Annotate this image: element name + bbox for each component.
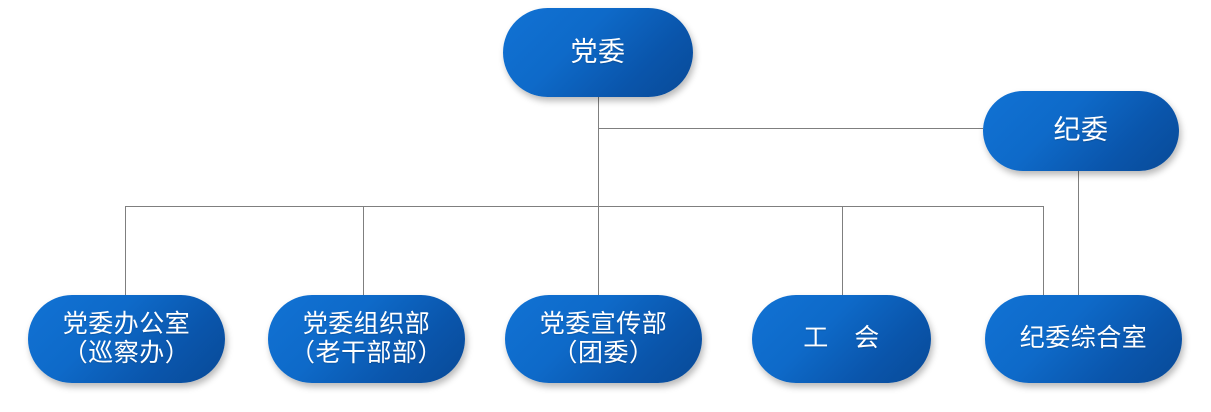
node-publicity-department-label: 党委宣传部 （团委） (539, 310, 668, 368)
node-organization-department[interactable]: 党委组织部 （老干部部） (268, 295, 465, 383)
connector-bottom-bus (125, 206, 1043, 207)
node-jiwei-general-office[interactable]: 纪委综合室 (985, 295, 1182, 383)
connector-drop-organization (363, 206, 364, 295)
node-dangwei-office[interactable]: 党委办公室 （巡察办） (28, 295, 225, 383)
node-dangwei-label: 党委 (570, 36, 626, 67)
node-publicity-department[interactable]: 党委宣传部 （团委） (505, 295, 702, 383)
node-labor-union-label: 工 会 (803, 325, 880, 353)
node-organization-department-label: 党委组织部 （老干部部） (289, 310, 443, 368)
node-jiwei-general-office-label: 纪委综合室 (1019, 325, 1148, 353)
connector-dangwei-to-jiwei (598, 128, 983, 129)
connector-drop-office (125, 206, 126, 295)
connector-dangwei-trunk (598, 96, 599, 206)
node-jiwei-label: 纪委 (1053, 115, 1109, 146)
node-dangwei-office-label: 党委办公室 （巡察办） (62, 310, 191, 368)
connector-drop-union (842, 206, 843, 295)
node-jiwei[interactable]: 纪委 (983, 91, 1179, 171)
node-dangwei[interactable]: 党委 (503, 8, 693, 97)
connector-drop-publicity (598, 206, 599, 295)
connector-jiwei-to-jiwei-office (1078, 170, 1079, 295)
connector-drop-jiwei-office (1043, 206, 1044, 295)
node-labor-union[interactable]: 工 会 (752, 295, 931, 383)
